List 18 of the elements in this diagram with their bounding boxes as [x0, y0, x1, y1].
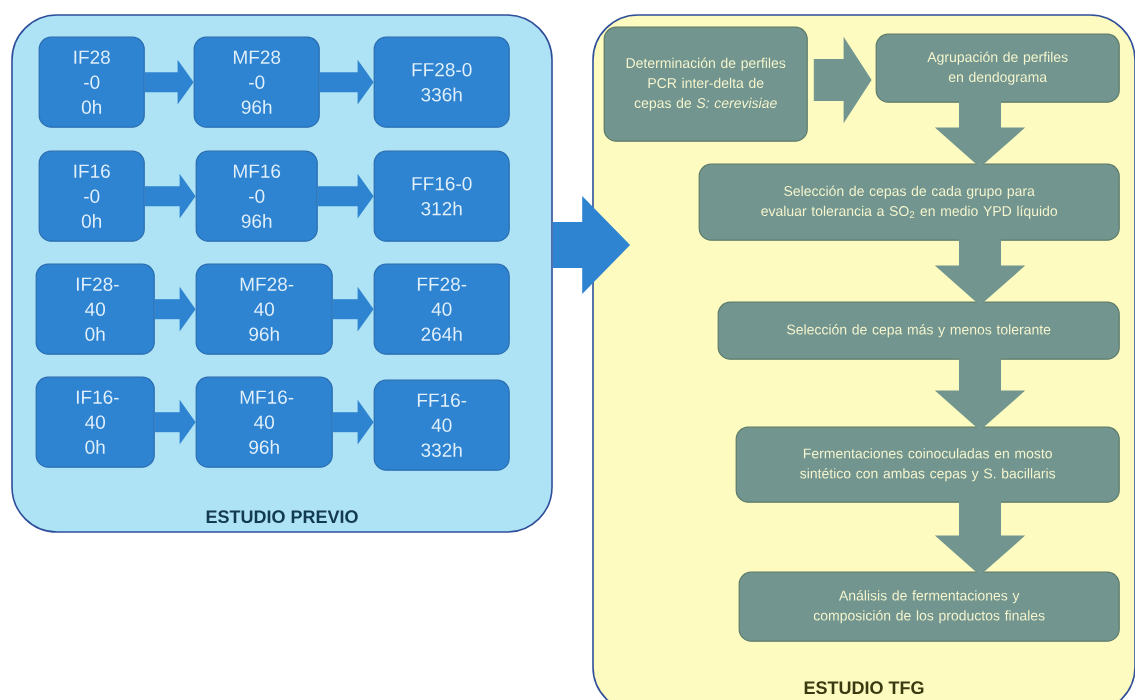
process-box: Análisis de fermentaciones y composición de los productos finales — [738, 571, 1120, 642]
sample-box: FF16- 40 332h — [373, 379, 510, 471]
process-box: Selección de cepas de cada grupo para evaluar tolerancia a SO$_{2}$ en medio YPD líquido — [698, 163, 1120, 241]
process-box: Agrupación de perfiles en dendograma — [875, 33, 1120, 103]
sample-box: FF28- 40 264h — [373, 263, 510, 355]
sample-box: MF28 -0 96h — [193, 36, 320, 128]
sample-box: IF28 -0 0h — [38, 36, 145, 128]
sample-box: MF28- 40 96h — [195, 263, 333, 355]
sample-box: IF16 -0 0h — [38, 150, 145, 242]
sample-box: IF28- 40 0h — [35, 263, 155, 355]
sample-box: FF28-0 336h — [373, 36, 510, 128]
sample-box: FF16-0 312h — [373, 150, 510, 242]
process-box: Determinación de perfiles PCR inter-delta de cepas de S: cerevisiae — [603, 26, 808, 142]
sample-box: MF16- 40 96h — [195, 376, 333, 468]
sample-box: IF16- 40 0h — [35, 376, 155, 468]
process-box: Fermentaciones coinoculadas en mosto sintético con ambas cepas y S. bacillaris — [735, 426, 1120, 503]
sample-box: MF16 -0 96h — [195, 150, 318, 242]
process-box: Selección de cepa más y menos tolerante — [717, 301, 1120, 360]
